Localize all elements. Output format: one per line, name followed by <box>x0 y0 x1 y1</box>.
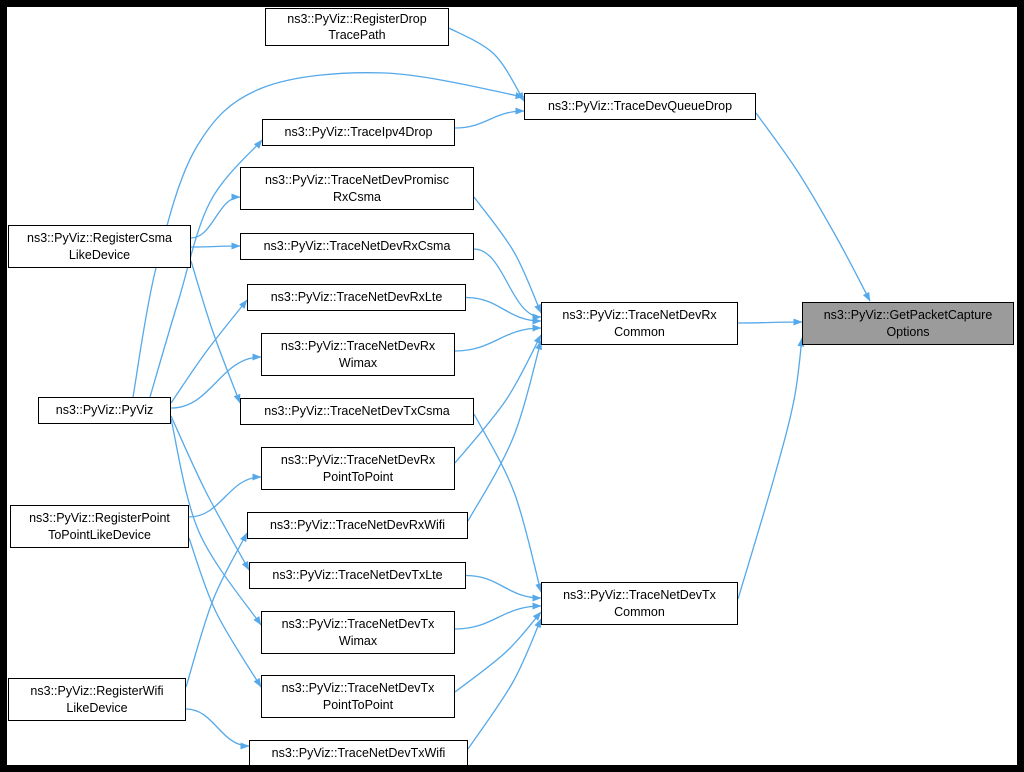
edge-trace-net-dev-rx-common--get-packet-capture-options <box>737 318 803 326</box>
edge-trace-net-dev-tx-common--get-packet-capture-options <box>737 337 805 600</box>
edge-trace-net-dev-tx-csma--trace-net-dev-tx-common <box>473 413 543 593</box>
edge-pyviz--trace-net-dev-rx-wimax <box>170 353 262 409</box>
node-get-packet-capture-options: ns3::PyViz::GetPacketCapture Options <box>802 302 1014 345</box>
node-trace-net-dev-tx-point-to-point[interactable]: ns3::PyViz::TraceNetDevTx PointToPoint <box>261 675 455 718</box>
edge-register-drop-trace-path--trace-dev-queue-drop <box>448 27 525 102</box>
edge-trace-dev-queue-drop--get-packet-capture-options <box>755 112 871 302</box>
edge-trace-ipv4-drop--trace-dev-queue-drop <box>454 107 525 129</box>
edge-trace-net-dev-rx-lte--trace-net-dev-rx-common <box>465 296 542 325</box>
edge-trace-net-dev-tx-point-to-point--trace-net-dev-tx-common <box>454 611 542 693</box>
node-register-point-to-point-like-device[interactable]: ns3::PyViz::RegisterPoint ToPointLikeDev… <box>10 505 189 548</box>
node-trace-net-dev-rx-common[interactable]: ns3::PyViz::TraceNetDevRx Common <box>541 302 738 345</box>
node-trace-net-dev-promisc-rx-csma[interactable]: ns3::PyViz::TraceNetDevPromisc RxCsma <box>240 167 474 210</box>
edge-pyviz--trace-ipv4-drop <box>149 139 263 398</box>
edge-register-csma-like-device--trace-net-dev-tx-csma <box>190 260 241 404</box>
edge-trace-net-dev-tx-lte--trace-net-dev-tx-common <box>465 574 542 602</box>
node-register-wifi-like-device[interactable]: ns3::PyViz::RegisterWifi LikeDevice <box>8 678 186 721</box>
node-pyviz[interactable]: ns3::PyViz::PyViz <box>38 397 171 424</box>
edge-register-wifi-like-device--trace-net-dev-rx-wifi <box>185 532 248 688</box>
node-register-csma-like-device[interactable]: ns3::PyViz::RegisterCsma LikeDevice <box>8 225 191 268</box>
node-trace-net-dev-rx-lte[interactable]: ns3::PyViz::TraceNetDevRxLte <box>247 284 466 311</box>
node-trace-net-dev-rx-wifi[interactable]: ns3::PyViz::TraceNetDevRxWifi <box>247 512 468 539</box>
node-trace-net-dev-rx-point-to-point[interactable]: ns3::PyViz::TraceNetDevRx PointToPoint <box>261 447 455 490</box>
edge-trace-net-dev-tx-wimax--trace-net-dev-tx-common <box>454 602 542 630</box>
node-trace-net-dev-tx-wimax[interactable]: ns3::PyViz::TraceNetDevTx Wimax <box>261 611 455 654</box>
node-trace-net-dev-tx-csma[interactable]: ns3::PyViz::TraceNetDevTxCsma <box>240 398 474 425</box>
edge-register-csma-like-device--trace-net-dev-promisc-rx-csma <box>190 193 241 239</box>
node-trace-net-dev-rx-wimax[interactable]: ns3::PyViz::TraceNetDevRx Wimax <box>261 333 455 376</box>
edge-trace-net-dev-rx-csma--trace-net-dev-rx-common <box>473 248 542 321</box>
edge-register-point-to-point-like-device--trace-net-dev-rx-point-to-point <box>188 473 262 518</box>
edge-register-point-to-point-like-device--trace-net-dev-tx-point-to-point <box>188 537 262 688</box>
edge-pyviz--trace-dev-queue-drop <box>132 72 525 398</box>
edge-pyviz--trace-net-dev-tx-wimax <box>170 418 262 626</box>
edge-register-wifi-like-device--trace-net-dev-tx-wifi <box>185 708 250 750</box>
node-trace-dev-queue-drop[interactable]: ns3::PyViz::TraceDevQueueDrop <box>524 93 756 120</box>
node-trace-ipv4-drop[interactable]: ns3::PyViz::TraceIpv4Drop <box>262 119 455 146</box>
node-trace-net-dev-tx-common[interactable]: ns3::PyViz::TraceNetDevTx Common <box>541 582 738 625</box>
edge-trace-net-dev-tx-wifi--trace-net-dev-tx-common <box>467 618 542 750</box>
edge-trace-net-dev-rx-wifi--trace-net-dev-rx-common <box>467 340 543 522</box>
edge-trace-net-dev-promisc-rx-csma--trace-net-dev-rx-common <box>473 196 542 314</box>
edge-trace-net-dev-rx-point-to-point--trace-net-dev-rx-common <box>454 334 542 464</box>
edge-pyviz--trace-net-dev-rx-lte <box>170 299 248 404</box>
node-trace-net-dev-tx-wifi[interactable]: ns3::PyViz::TraceNetDevTxWifi <box>249 740 468 766</box>
edge-trace-net-dev-rx-wimax--trace-net-dev-rx-common <box>454 324 542 352</box>
node-trace-net-dev-rx-csma[interactable]: ns3::PyViz::TraceNetDevRxCsma <box>240 233 474 260</box>
node-trace-net-dev-tx-lte[interactable]: ns3::PyViz::TraceNetDevTxLte <box>249 562 466 589</box>
edge-pyviz--trace-net-dev-tx-lte <box>170 415 250 571</box>
edge-register-csma-like-device--trace-net-dev-rx-csma <box>190 242 241 250</box>
node-register-drop-trace-path[interactable]: ns3::PyViz::RegisterDrop TracePath <box>265 8 449 46</box>
